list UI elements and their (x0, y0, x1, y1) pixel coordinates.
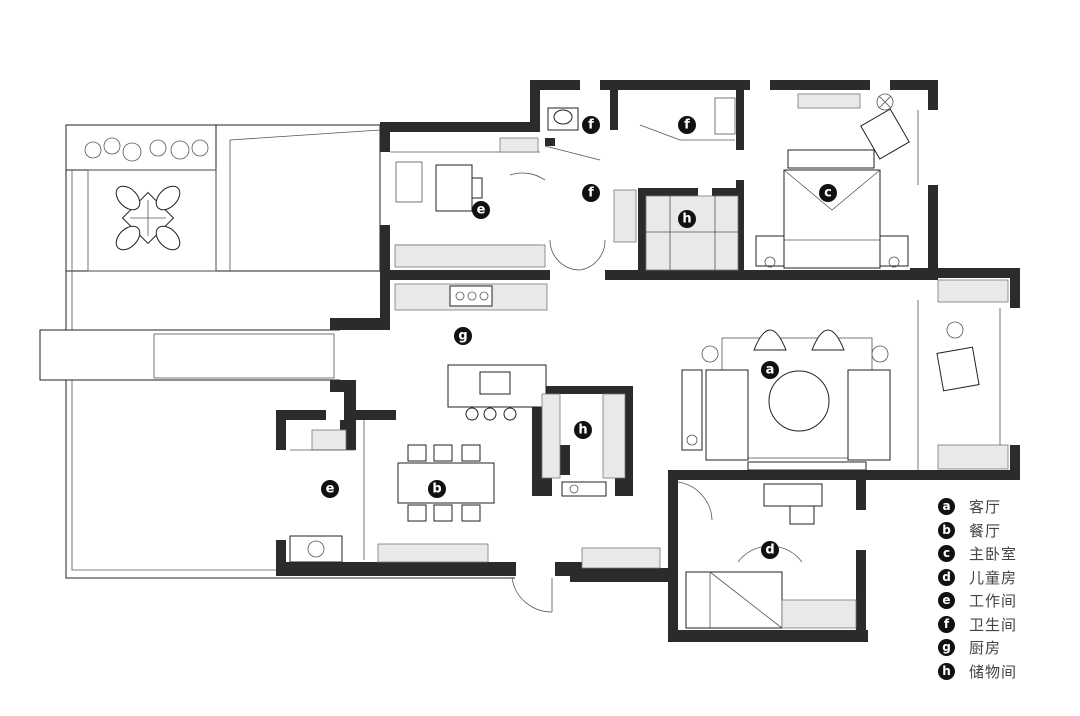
legend-marker: f (938, 615, 955, 633)
room-marker-g: g (454, 327, 472, 345)
room-marker-f3: f (582, 184, 600, 202)
room-marker-h2: h (574, 421, 592, 439)
planter-plants (84, 137, 209, 162)
svg-text:b: b (432, 482, 441, 497)
legend-item: h 储物间 (938, 660, 1068, 684)
room-marker-e2: e (321, 480, 339, 498)
interior-lines (289, 93, 1009, 629)
legend-marker: b (938, 521, 955, 539)
svg-text:g: g (458, 329, 467, 344)
room-marker-c: c (819, 184, 837, 202)
svg-text:c: c (824, 186, 832, 201)
svg-text:f: f (588, 186, 594, 201)
room-marker-h1: h (678, 210, 696, 228)
legend-item: e 工作间 (938, 589, 1068, 613)
legend-marker: h (938, 662, 955, 680)
legend-label: 厨房 (969, 639, 1002, 658)
terrace-outlines (39, 124, 515, 579)
legend-marker: c (938, 545, 955, 563)
svg-text:h: h (578, 423, 587, 438)
legend-label: 主卧室 (969, 545, 1018, 564)
legend-label: 工作间 (969, 592, 1018, 611)
room-marker-a: a (761, 361, 779, 379)
legend-marker: g (938, 639, 955, 657)
legend-item: a 客厅 (938, 495, 1068, 519)
svg-text:e: e (326, 482, 335, 497)
legend-marker: a (938, 498, 955, 516)
svg-text:a: a (766, 363, 775, 378)
legend-label: 储物间 (969, 662, 1018, 681)
svg-text:f: f (684, 118, 690, 133)
legend-item: d 儿童房 (938, 566, 1068, 590)
room-marker-e1: e (472, 201, 490, 219)
legend-label: 儿童房 (969, 568, 1018, 587)
entrance-stairs (153, 333, 335, 379)
room-legend: a 客厅 b 餐厅 c 主卧室 d 儿童房 e 工作间 f 卫生间 g 厨房 h… (938, 495, 1068, 683)
room-marker-f2: f (678, 116, 696, 134)
svg-text:d: d (765, 543, 774, 558)
legend-marker: d (938, 568, 955, 586)
legend-item: c 主卧室 (938, 542, 1068, 566)
legend-label: 餐厅 (969, 521, 1002, 540)
legend-item: g 厨房 (938, 636, 1068, 660)
room-marker-d: d (761, 541, 779, 559)
room-marker-b: b (428, 480, 446, 498)
room-marker-f1: f (582, 116, 600, 134)
legend-label: 客厅 (969, 498, 1002, 517)
legend-label: 卫生间 (969, 615, 1018, 634)
outdoor-table (115, 185, 181, 251)
svg-text:e: e (477, 203, 486, 218)
legend-item: b 餐厅 (938, 519, 1068, 543)
legend-item: f 卫生间 (938, 613, 1068, 637)
svg-text:f: f (588, 118, 594, 133)
walls (276, 80, 1020, 642)
legend-marker: e (938, 592, 955, 610)
svg-text:h: h (682, 212, 691, 227)
